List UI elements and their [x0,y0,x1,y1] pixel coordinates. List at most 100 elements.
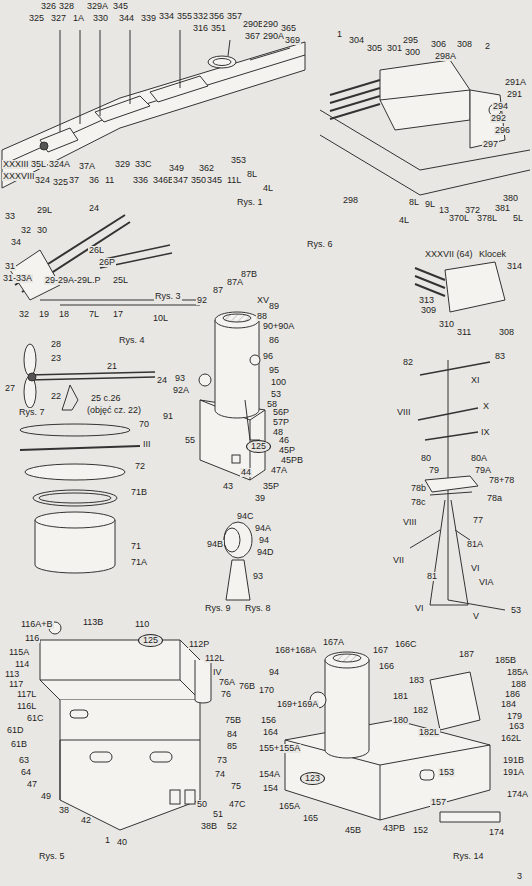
callout-label: 332 [192,12,209,21]
callout-label: 27 [4,384,16,393]
callout-label: 84 [226,730,238,739]
callout-label: 185B [494,656,517,665]
callout-label: 298 [342,196,359,205]
callout-label: 169+169A [276,700,319,709]
callout-label: 349 [168,164,185,173]
callout-label: 94 [268,668,280,677]
callout-label: 308 [456,40,473,49]
callout-label: 174A [506,790,529,799]
callout-label: 3 [516,872,523,881]
callout-label: 29-29A-29L.P [44,276,102,285]
callout-label: 292 [490,114,507,123]
callout-label: 92 [196,296,208,305]
callout-label: 72 [134,462,146,471]
callout-label: 357 [226,12,243,21]
callout-label: 43 [222,482,234,491]
callout-label: 70 [138,420,150,429]
callout-label: VI [470,564,481,573]
callout-label: 305 [366,44,383,53]
callout-label: 32 [18,310,30,319]
callout-label: 170 [258,686,275,695]
callout-label: 94 [258,536,270,545]
callout-label: 327 [50,14,67,23]
callout-label: 186 [504,690,521,699]
circled-number-text: 125 [251,441,266,451]
callout-label: 300 [404,48,421,57]
callout-label: XI [470,376,481,385]
callout-label: 290 [262,20,279,29]
callout-label: 10L [152,314,169,323]
callout-label: 47 [26,780,38,789]
callout-label: 191B [502,756,525,765]
callout-label: 291A [504,78,527,87]
callout-label: 37A [78,162,96,171]
callout-label: 325 [28,14,45,23]
callout-label: 49 [40,792,52,801]
hull-bow [2,30,305,188]
callout-label: 325 [52,178,69,187]
callout-label: 165A [278,802,301,811]
callout-label: 77 [472,516,484,525]
callout-label: 314 [506,262,523,271]
callout-label: XXXIII [2,160,30,169]
callout-label: 174 [488,828,505,837]
turret-assembly [320,60,530,312]
callout-label: 4L [262,184,274,193]
callout-label: 24 [156,376,168,385]
callout-label: 181 [392,692,409,701]
callout-label: IV [212,668,223,677]
callout-label: 26P [98,258,116,267]
callout-label: 53 [510,606,522,615]
callout-label: 116L [16,702,37,711]
callout-label: 79A [474,466,492,475]
callout-label: Rys. 5 [38,852,66,861]
callout-label: Rys. 1 [236,198,264,207]
callout-label: 164 [262,728,279,737]
callout-label: 381 [494,204,511,213]
callout-label: 29L [36,206,53,215]
callout-label: 93 [252,572,264,581]
circled-number: 125 [138,634,163,647]
callout-label: 79 [428,466,440,475]
callout-label: V [472,612,480,621]
callout-label: 75 [230,782,242,791]
callout-label: (objęć cz. 22) [86,406,142,415]
callout-label: 380 [502,194,519,203]
propeller-shaft [24,344,155,410]
callout-label: 184 [500,700,517,709]
callout-label: 336 [132,176,149,185]
callout-label: 310 [438,320,455,329]
callout-label: 38 [58,806,70,815]
callout-label: 351 [210,24,227,33]
callout-label: 163 [508,722,525,731]
callout-label: 76A [218,678,236,687]
callout-label: 1 [336,30,343,39]
callout-label: 71A [130,558,148,567]
callout-label: 45P [278,446,296,455]
callout-label: VII [392,556,405,565]
callout-label: 345 [112,2,129,11]
callout-label: 353 [230,156,247,165]
callout-label: 117L [16,690,37,699]
circled-number: 125 [246,440,271,453]
callout-label: 324 [34,176,51,185]
callout-label: 94C [236,512,255,521]
callout-label: 290A [262,32,285,41]
callout-label: XXXVII (64) [424,250,474,259]
callout-label: 8L [408,198,420,207]
callout-label: 24 [88,204,100,213]
callout-label: 356 [208,12,225,21]
callout-label: 116A+B [20,620,54,629]
callout-label: 47C [228,800,247,809]
callout-label: 316 [192,24,209,33]
callout-label: 334 [158,12,175,21]
callout-label: 35L [30,160,47,169]
callout-label: 297 [482,140,499,149]
callout-label: 32 [20,226,32,235]
callout-label: 166C [394,640,418,649]
callout-label: 61B [10,740,28,749]
callout-label: Rys. 4 [118,336,146,345]
callout-label: 116 [24,634,40,643]
callout-label: 78a [486,494,503,503]
callout-label: VI [414,604,425,613]
